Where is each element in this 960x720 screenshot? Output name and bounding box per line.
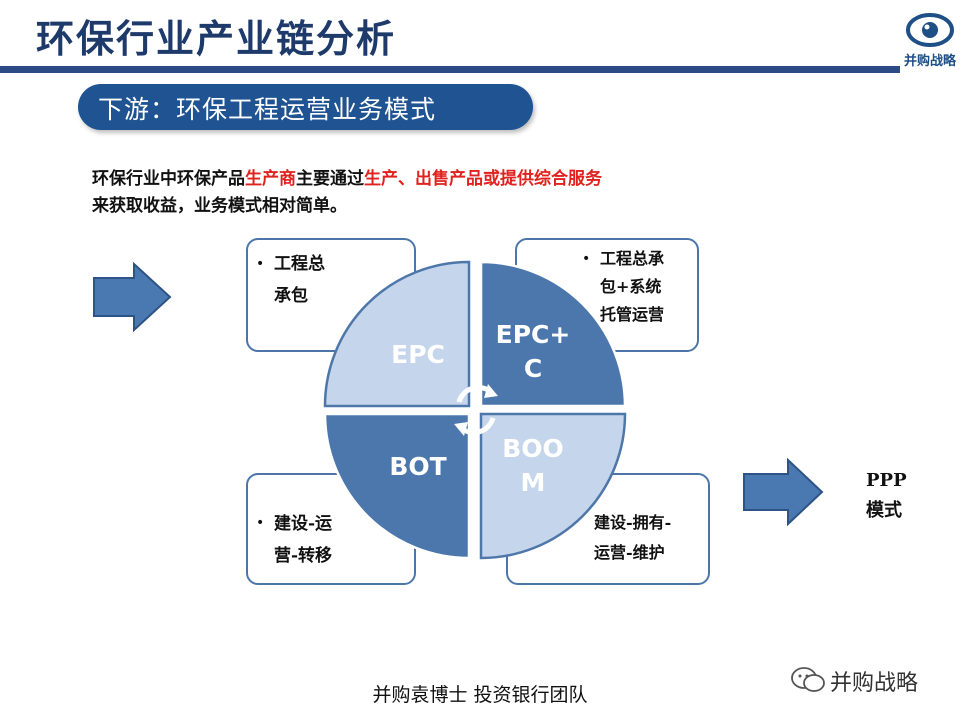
wechat-icon	[791, 667, 825, 692]
epcc-desc-line: 托管运营	[600, 305, 665, 324]
left-arrow-icon	[93, 262, 172, 332]
epcc-desc-line: 工程总承	[600, 249, 665, 268]
epcc-label-line: EPC+	[495, 320, 571, 349]
epcc-quadrant-label: EPC+ C	[488, 318, 578, 386]
business-model-cycle-diagram	[323, 260, 627, 560]
bot-quadrant	[323, 412, 471, 560]
boom-label-line: M	[520, 468, 546, 497]
intro-line-1: 环保行业中环保产品生产商主要通过生产、出售产品或提供综合服务	[92, 166, 852, 193]
boom-label-line: BOO	[502, 434, 564, 463]
intro-text: 主要通过	[296, 169, 364, 189]
section-label: 下游：环保工程运营业务模式	[98, 95, 437, 124]
intro-highlight: 生产商	[245, 169, 296, 189]
boom-quadrant-label: BOO M	[488, 432, 578, 500]
bot-quadrant-label: BOT	[389, 452, 447, 481]
page-title: 环保行业产业链分析	[36, 16, 397, 61]
bullet-icon: •	[256, 515, 265, 531]
boom-desc-line: 建设-拥有-	[594, 513, 672, 532]
bot-desc-line: 建设-运	[274, 514, 333, 534]
epc-desc-line: 承包	[274, 286, 308, 306]
ppp-label: PPP 模式	[866, 466, 907, 526]
wechat-account-name: 并购战略	[830, 671, 919, 696]
bullet-icon: •	[256, 256, 265, 272]
epcc-desc-line: 包+系统	[600, 277, 662, 296]
intro-text: 环保行业中环保产品	[92, 169, 245, 189]
section-header: 下游：环保工程运营业务模式	[78, 84, 533, 130]
epc-description: 工程总 承包	[274, 248, 325, 312]
intro-highlight: 生产、出售产品或提供综合服务	[364, 169, 602, 189]
footer-text: 并购袁博士 投资银行团队	[372, 684, 588, 706]
epcc-quadrant	[479, 260, 627, 408]
boom-quadrant	[479, 412, 627, 560]
ppp-line: PPP	[866, 470, 907, 491]
bot-desc-line: 营-转移	[274, 546, 333, 566]
ppp-line: 模式	[866, 500, 902, 521]
boom-description: 建设-拥有- 运营-维护	[594, 508, 671, 568]
epc-desc-line: 工程总	[274, 254, 325, 274]
epcc-label-line: C	[523, 354, 543, 383]
bullet-icon: •	[582, 251, 591, 267]
title-divider	[0, 66, 900, 73]
boom-desc-line: 运营-维护	[594, 543, 665, 562]
right-arrow-icon	[743, 458, 824, 526]
epc-quadrant	[323, 260, 471, 408]
epc-quadrant-label: EPC	[391, 340, 445, 369]
intro-paragraph: 环保行业中环保产品生产商主要通过生产、出售产品或提供综合服务 来获取收益，业务模…	[92, 166, 852, 220]
epcc-description: 工程总承 包+系统 托管运营	[600, 245, 664, 329]
bot-description: 建设-运 营-转移	[274, 508, 332, 572]
eye-logo-icon	[906, 13, 954, 47]
logo-text: 并购战略	[903, 54, 956, 69]
intro-line-2: 来获取收益，业务模式相对简单。	[92, 196, 347, 216]
